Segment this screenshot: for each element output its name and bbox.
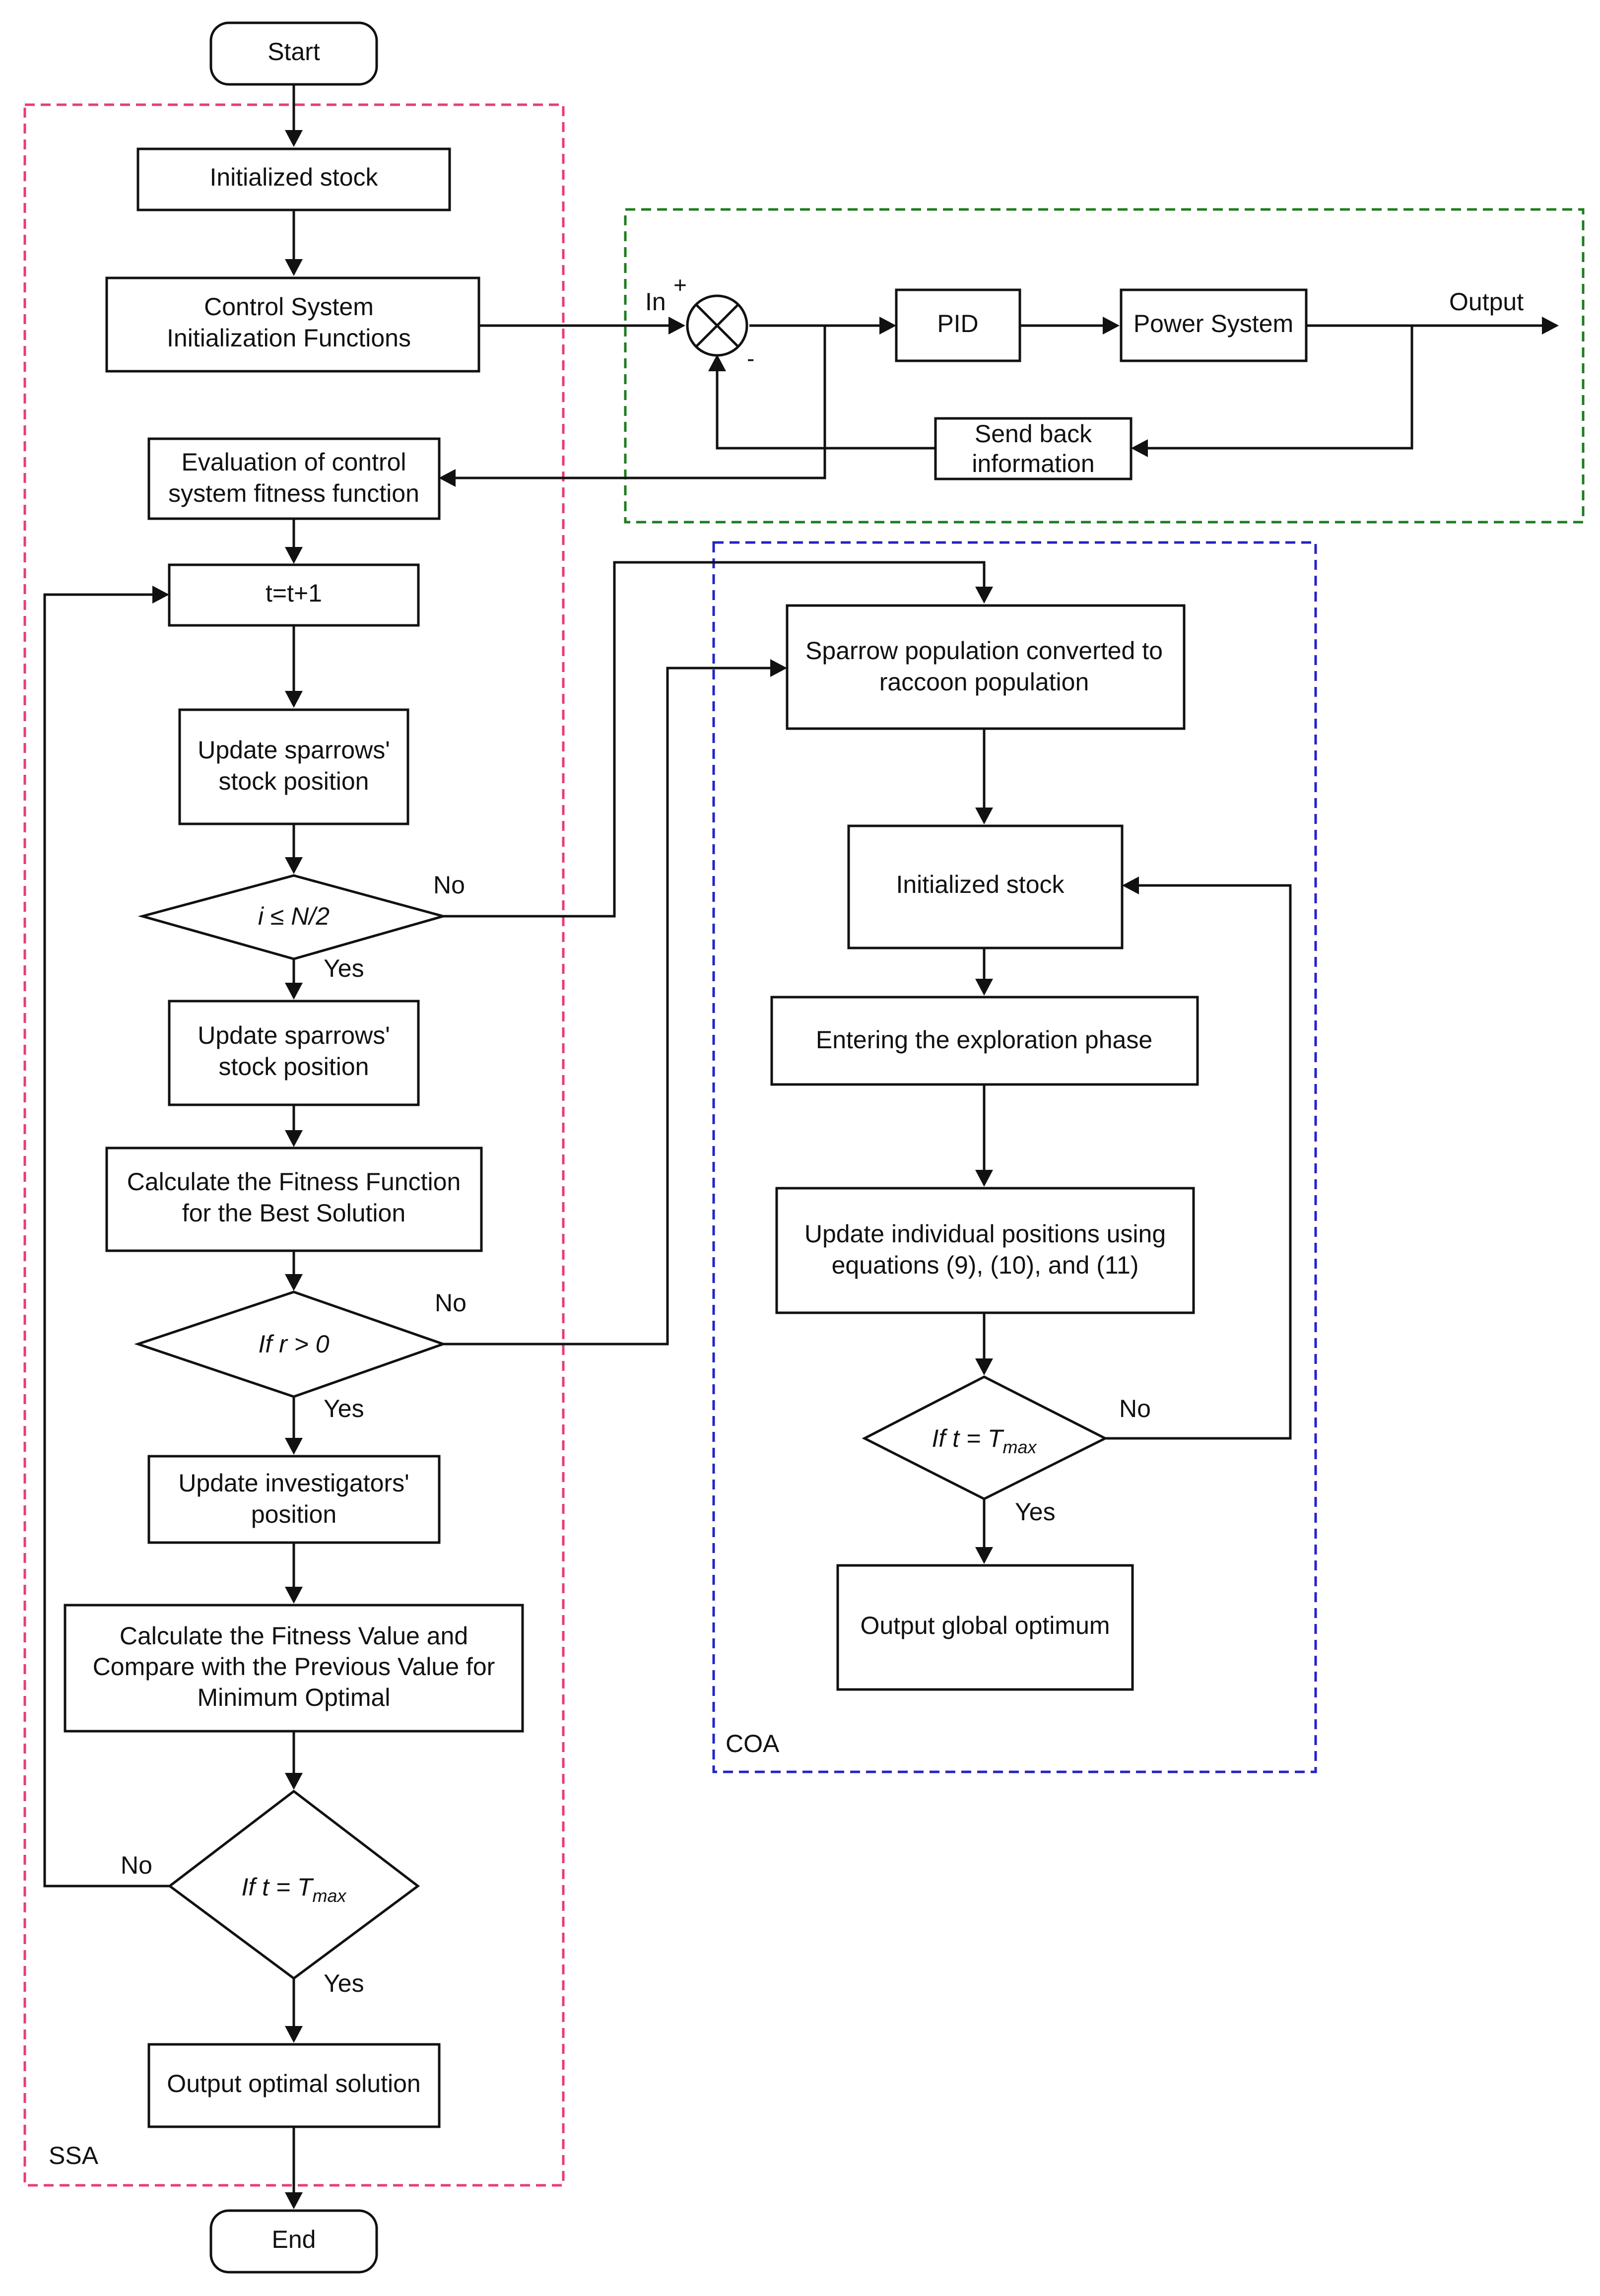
cond-r-diamond: If r > 0 [134,1290,447,1398]
edges [43,84,1559,2209]
ssa-cond-t-diamond: If t = Tmax [167,1789,420,1980]
coa-cond-t-yes-label: Yes [1015,1498,1056,1526]
output-optimal-label: Output optimal solution [167,2070,420,2097]
cond-i-label: i ≤ N/2 [258,902,330,930]
calc-fitness-line1: Calculate the Fitness Function [127,1168,461,1196]
pid-label: PID [937,310,978,338]
update-investigators-box: Update investigators' position [147,1455,441,1544]
calc-fitness-line2: for the Best Solution [182,1199,405,1227]
coa-initialized-stock-label: Initialized stock [896,871,1065,898]
calc-value-line3: Minimum Optimal [198,1684,391,1711]
calc-fitness-value-box: Calculate the Fitness Value and Compare … [64,1604,524,1733]
calc-fitness-function-box: Calculate the Fitness Function for the B… [105,1147,483,1252]
control-system-init-box: Control System Initialization Functions [105,276,480,373]
sparrow-converted-line2: raccoon population [879,668,1089,696]
exploration-phase-box: Entering the exploration phase [770,996,1199,1086]
coa-region-border [712,541,1317,1773]
cond-i-diamond: i ≤ N/2 [137,874,448,960]
update-investigators-line2: position [251,1500,336,1528]
update-sparrows-2-line2: stock position [219,1053,369,1080]
edge-feedback-to-sendback [1146,326,1413,450]
control-init-line2: Initialization Functions [167,324,411,352]
ssa-cond-t-yes-label: Yes [324,1969,364,1997]
update-sparrows-box-1: Update sparrows' stock position [178,708,409,825]
update-sparrows-1-line1: Update sparrows' [198,736,390,764]
in-label: In [645,288,666,316]
t-increment-box: t=t+1 [168,563,420,627]
ssa-initialized-stock-box: Initialized stock [136,147,451,211]
coa-cond-t-main: If t = T [932,1424,1004,1452]
edge-cond-r-no [443,667,772,1346]
ssa-cond-t-subscript: max [313,1886,347,1906]
end-terminal: End [209,2209,378,2274]
start-label: Start [267,38,320,66]
edge-sendback-to-sum [716,370,935,450]
output-label: Output [1449,288,1524,316]
send-back-line2: information [972,450,1094,477]
coa-region-label: COA [726,1730,780,1757]
ssa-region-border [23,103,565,2187]
output-global-optimum-box: Output global optimum [836,1564,1134,1691]
coa-cond-t-label: If t = Tmax [932,1424,1037,1457]
coa-cond-t-subscript: max [1003,1437,1038,1457]
update-individual-line2: equations (9), (10), and (11) [832,1251,1139,1279]
update-sparrows-2-line1: Update sparrows' [198,1021,390,1049]
ssa-cond-t-no-label: No [121,1851,152,1879]
sparrow-converted-box: Sparrow population converted to raccoon … [786,604,1186,730]
control-init-line1: Control System [204,293,374,321]
edge-coa-cond-t-no-loop [1105,884,1292,1440]
cond-r-yes-label: Yes [324,1395,364,1422]
output-global-label: Output global optimum [860,1612,1110,1639]
calc-value-line1: Calculate the Fitness Value and [120,1622,468,1650]
calc-value-line2: Compare with the Previous Value for [93,1653,495,1681]
send-back-line1: Send back [975,420,1092,448]
output-optimal-box: Output optimal solution [147,2043,441,2128]
ssa-cond-t-label: If t = Tmax [241,1873,347,1905]
evaluation-line1: Evaluation of control [181,448,406,476]
coa-cond-t-no-label: No [1119,1395,1151,1422]
update-individual-line1: Update individual positions using [804,1220,1166,1248]
ssa-region-label: SSA [49,2142,99,2169]
evaluation-fitness-box: Evaluation of control system fitness fun… [147,437,441,520]
evaluation-line2: system fitness function [168,479,419,507]
power-system-label: Power System [1133,310,1293,338]
update-individual-positions-box: Update individual positions using equati… [775,1187,1195,1314]
sparrow-converted-line1: Sparrow population converted to [805,637,1163,665]
t-increment-label: t=t+1 [266,579,322,607]
ssa-initialized-stock-label: Initialized stock [209,163,378,191]
edge-ssa-cond-t-no-loop [43,593,170,1888]
plus-sign: + [673,272,687,298]
cond-r-no-label: No [435,1289,467,1317]
control-system-region-border [624,208,1585,524]
cond-i-no-label: No [433,871,465,899]
cond-i-yes-label: Yes [324,954,364,982]
update-investigators-line1: Update investigators' [178,1469,409,1497]
minus-sign: - [747,345,754,371]
pid-box: PID [895,288,1021,362]
summing-junction [686,294,748,357]
start-terminal: Start [209,21,378,86]
update-sparrows-1-line2: stock position [219,767,369,795]
exploration-label: Entering the exploration phase [816,1026,1152,1054]
coa-initialized-stock-box: Initialized stock [847,824,1124,949]
cond-r-label: If r > 0 [258,1330,329,1358]
power-system-box: Power System [1120,288,1308,362]
coa-cond-t-diamond: If t = Tmax [862,1375,1108,1500]
end-label: End [272,2226,316,2253]
send-back-info-box: Send back information [934,417,1133,480]
edge-sum-to-eval [454,326,826,479]
edge-cond-i-no [443,561,986,918]
update-sparrows-box-2: Update sparrows' stock position [168,1000,420,1106]
ssa-cond-t-main: If t = T [241,1873,314,1901]
